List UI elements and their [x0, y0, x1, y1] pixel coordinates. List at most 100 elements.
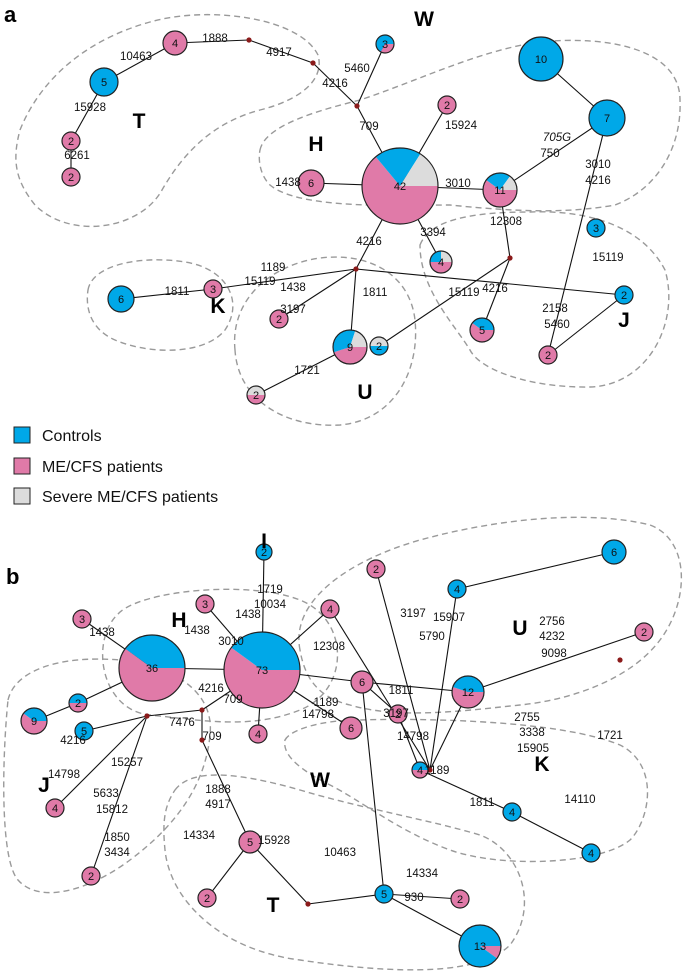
- panel-b-haplogroup-label: K: [534, 753, 549, 776]
- panel-b-haplotype-node-slice-patients: [20, 713, 47, 734]
- panel-b-haplotype-count: 5: [247, 837, 253, 849]
- panel-a-haplotype-count: 42: [394, 181, 406, 193]
- panel-b-mutation-label: 709: [223, 694, 242, 706]
- panel-b-haplotype-node-outline: [458, 924, 502, 968]
- panel-a-median-vector: [353, 266, 359, 272]
- panel-b-haplotype-node-slice: [366, 559, 386, 579]
- panel-a-haplotype-node-slice: [538, 345, 558, 365]
- legend-label-controls: Controls: [42, 428, 102, 445]
- panel-b-edge: [54, 715, 148, 809]
- panel-b-edge: [201, 739, 251, 843]
- panel-a-haplotype-node: [61, 131, 81, 151]
- panel-a-mutation-label: 3010: [585, 159, 611, 171]
- panel-a-haplotype-node: [375, 34, 395, 54]
- panel-a-mutation-label: 15924: [445, 120, 478, 132]
- panel-b-mutation-label: 2755: [514, 712, 540, 724]
- panel-a-mutation-label: 750: [540, 148, 559, 160]
- panel-b-haplotype-count: 2: [204, 893, 210, 905]
- panel-b-mutation-label: 3197: [400, 608, 426, 620]
- panel-a-hull-J: [86, 259, 234, 351]
- panel-b-haplotype-count: 4: [454, 584, 460, 596]
- legend-swatch-severe: [13, 487, 31, 505]
- panel-b-haplotype-node-outline: [20, 707, 48, 735]
- panel-a-haplotype-count: 2: [253, 390, 259, 402]
- panel-b-haplotype-count: 13: [474, 941, 486, 953]
- panel-b-mutation-label: 1719: [257, 584, 283, 596]
- panel-a-haplotype-node: [588, 99, 626, 137]
- panel-a-haplotype-node-slice-patients: [430, 262, 452, 273]
- panel-b-mutation-label: 7476: [169, 717, 195, 729]
- panel-b-haplotype-node-slice-patients: [69, 703, 87, 712]
- panel-a-hull-H: [419, 211, 670, 388]
- panel-a-haplotype-node-slice-severe: [350, 330, 367, 347]
- panel-a-haplotype-node: [586, 218, 606, 238]
- panel-b-mutation-label: 5633: [93, 788, 119, 800]
- panel-a-haplotype-node-outline: [332, 329, 368, 365]
- panel-b-haplotype-node-slice: [339, 716, 363, 740]
- panel-b-mutation-label: 1438: [89, 627, 115, 639]
- panel-b-haplotype-node: [581, 843, 601, 863]
- panel-a-mutation-label: 1888: [202, 33, 228, 45]
- panel-a-haplotype-node: [429, 250, 453, 274]
- panel-a-edge: [120, 288, 214, 300]
- panel-a-haplotype-node: [482, 172, 518, 208]
- panel-a-haplogroup-label: U: [357, 381, 372, 404]
- panel-a-mutation-label: 15119: [244, 276, 275, 288]
- panel-a-haplotype-node-slice-controls: [486, 172, 510, 190]
- panel-a-haplotype-count: 6: [118, 294, 124, 306]
- panel-a-haplotype-node: [469, 317, 495, 343]
- panel-a-haplotype-node-outline: [369, 336, 389, 356]
- panel-a-mutation-label: 4216: [322, 78, 348, 90]
- panel-a-mutation-label: 1811: [165, 286, 190, 298]
- panel-b-haplogroup-label: J: [38, 774, 50, 797]
- panel-a-haplotype-node: [518, 36, 564, 82]
- panel-a-median-vector: [354, 103, 360, 109]
- panel-a-mutation-label: 4216: [356, 236, 382, 248]
- panel-a-mutation-label: 1438: [275, 177, 301, 189]
- panel-a-haplotype-node: [614, 285, 634, 305]
- panel-a-haplotype-node-outline: [375, 34, 395, 54]
- panel-a-haplotype-node-slice-severe: [247, 386, 265, 395]
- panel-b-haplotype-node: [68, 693, 88, 713]
- panel-b-haplotype-count: 3: [79, 614, 85, 626]
- panel-b-haplotype-node-outline: [223, 631, 301, 709]
- panel-b-haplotype-node-slice: [81, 866, 101, 886]
- panel-b-mutation-label: 1811: [389, 685, 414, 697]
- panel-b-mutation-label: 3010: [218, 636, 244, 648]
- panel-b-median-vector: [144, 713, 150, 719]
- panel-b-haplotype-count: 4: [327, 604, 333, 616]
- panel-a-haplotype-node-slice-controls: [333, 329, 356, 353]
- panel-b-haplotype-node-slice: [197, 888, 217, 908]
- panel-b-mutation-label: 1438: [235, 609, 261, 621]
- panel-b-mutation-label: 14334: [183, 830, 216, 842]
- panel-b-haplotype-node: [74, 721, 94, 741]
- panel-b-haplotype-count: 5: [381, 889, 387, 901]
- panel-b-mutation-label: 15905: [517, 743, 549, 755]
- panel-b-haplotype-node: [366, 559, 386, 579]
- panel-b-edge: [206, 841, 251, 899]
- panel-b-haplotype-node-slice: [195, 594, 215, 614]
- panel-a-haplotype-count: 2: [376, 341, 382, 353]
- legend-label-severe: Severe ME/CFS patients: [42, 489, 218, 506]
- panel-a-edge: [278, 268, 357, 320]
- panel-b-mutation-label: 1438: [184, 625, 210, 637]
- panel-b-haplotype-count: 4: [417, 765, 423, 777]
- panel-a-haplotype-node: [538, 345, 558, 365]
- panel-b-haplotype-count: 4: [588, 848, 594, 860]
- panel-a-mutation-label: 3197: [280, 304, 306, 316]
- panel-a-mutation-label: 4216: [585, 175, 611, 187]
- panel-a-haplotype-count: 2: [68, 136, 74, 148]
- panel-b-mutation-label: 1721: [597, 730, 623, 742]
- panel-b-haplotype-node-slice: [255, 543, 273, 561]
- panel-b-median-vector: [305, 901, 311, 907]
- panel-b-haplotype-node: [72, 609, 92, 629]
- panel-a-haplotype-count: 2: [444, 100, 450, 112]
- legend-label-patients: ME/CFS patients: [42, 459, 163, 476]
- panel-a-haplotype-node-outline: [482, 172, 518, 208]
- panel-b-edge: [397, 713, 421, 771]
- panel-b-edge: [375, 568, 431, 771]
- panel-a-haplotype-node: [297, 169, 325, 197]
- panel-a-mutation-label: 12308: [490, 216, 522, 228]
- panel-a-haplotype-node: [107, 285, 135, 313]
